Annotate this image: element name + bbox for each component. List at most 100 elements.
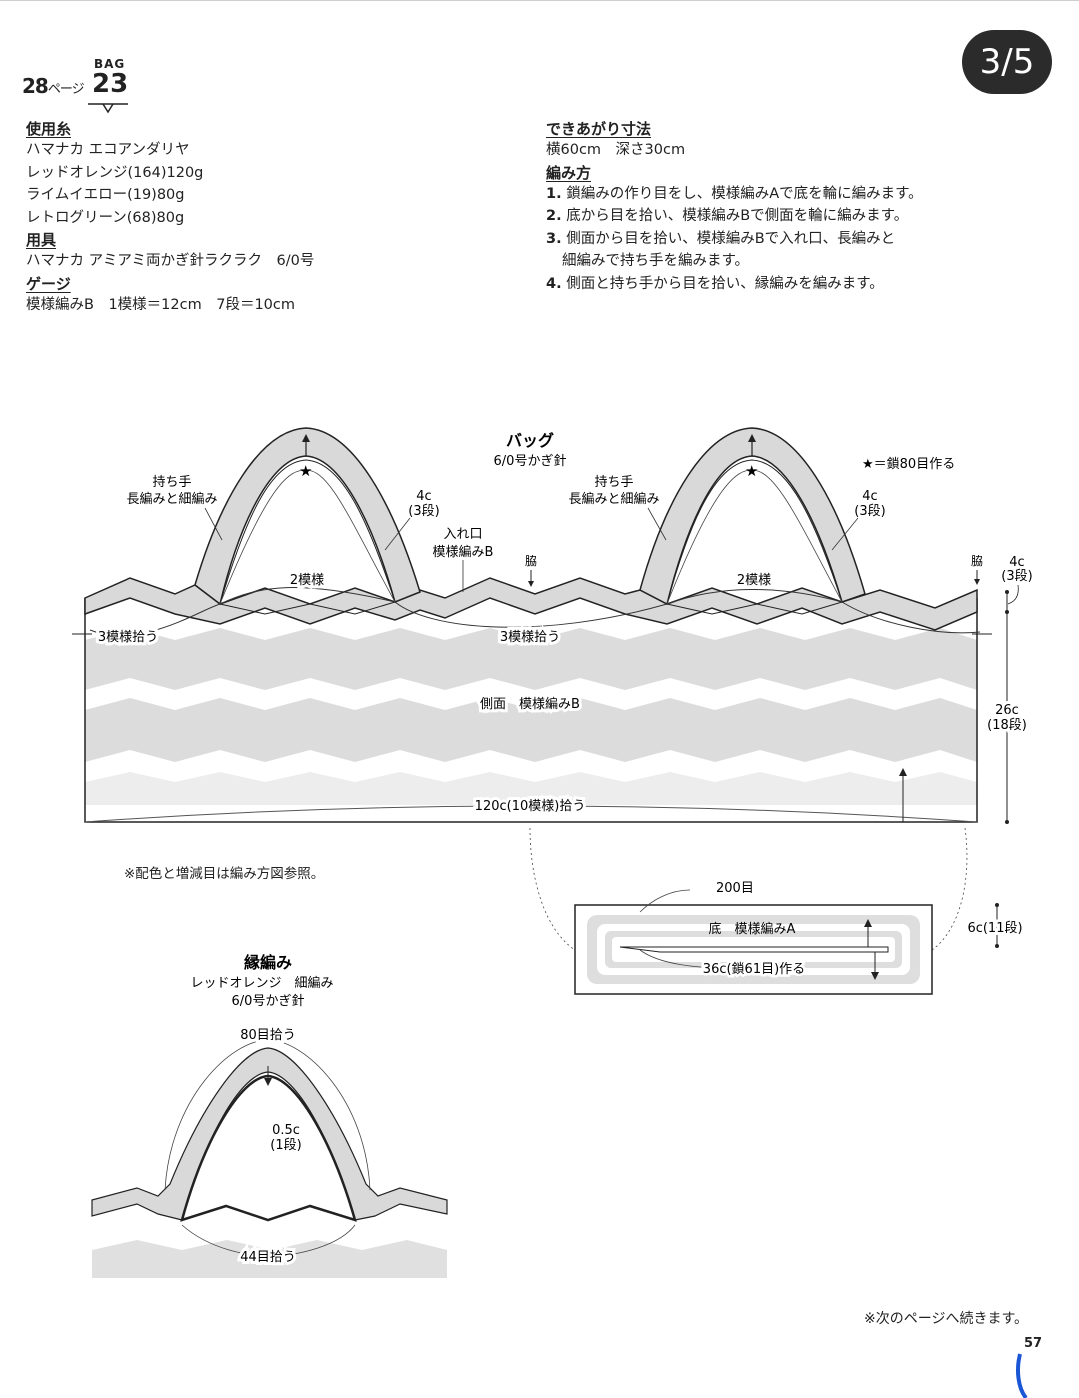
- tools-line: ハマナカ アミアミ両かぎ針ラクラク 6/0号: [26, 253, 315, 269]
- pickup-curve: [394, 601, 668, 628]
- edging-bottom-curve: [181, 1224, 356, 1257]
- opening-inner-line: [219, 601, 396, 615]
- body-zigzag-bands: [85, 628, 977, 805]
- bag-label: BAG: [94, 57, 126, 71]
- arrow-head-icon: [748, 434, 756, 442]
- step-text: 側面と持ち手から目を拾い、縁編みを編みます。: [566, 275, 884, 292]
- handle-rows: (3段): [854, 504, 885, 519]
- edging-top-pick: 80目拾う: [240, 1028, 296, 1043]
- handle-label: 長編みと細編み: [126, 491, 217, 507]
- arrow-head-icon: [974, 579, 980, 585]
- bag-hook: 6/0号かぎ針: [494, 454, 567, 469]
- method-step: 3. 側面から目を拾い、模様編みBで入れ口、長編みと: [546, 228, 923, 251]
- dimension-dot: [1005, 610, 1009, 614]
- leader-line: [639, 949, 726, 969]
- edging-diagram: 縁編み レッドオレンジ 細編み 6/0号かぎ針 80目拾う 0.5c (1段) …: [91, 953, 448, 1278]
- page-indicator-badge: 3/5: [962, 30, 1052, 94]
- top-height: 4c: [1009, 555, 1024, 570]
- body-outline: [84, 598, 978, 823]
- connector-dotted: [529, 827, 576, 951]
- pickup-curve: [89, 603, 221, 636]
- bottom-chain-label: 36c(鎖61目)作る: [703, 961, 805, 977]
- body-label: 側面 模様編みB: [480, 696, 580, 712]
- bottom-pickup-label: 120c(10模様)拾う: [475, 799, 586, 814]
- edging-width: 0.5c: [272, 1123, 300, 1138]
- handle-left: [194, 427, 421, 606]
- step-number: 1.: [546, 185, 562, 202]
- finished-size-heading: できあがり寸法: [546, 120, 652, 138]
- handle-width: 4c: [862, 489, 877, 504]
- page-number: 57: [1024, 1336, 1043, 1351]
- handle-rows: (3段): [408, 504, 439, 519]
- edging-hook: 6/0号かぎ針: [232, 994, 305, 1009]
- connector-dotted: [931, 827, 968, 951]
- handle-guide-curve: [666, 469, 843, 605]
- arrow-head-icon: [864, 919, 872, 927]
- opening-label: 模様編みB: [433, 544, 494, 560]
- dimension-dot: [995, 944, 999, 948]
- edging-color: レッドオレンジ 細編み: [190, 975, 333, 991]
- edging-title: 縁編み: [244, 953, 292, 972]
- yarn-line: レトログリーン(68)80g: [26, 209, 185, 226]
- bottom-chain: [619, 946, 889, 953]
- bottom-curve: [84, 805, 978, 823]
- gauge-line: 模様編みB 1模様＝12cm 7段＝10cm: [26, 296, 295, 313]
- star-icon: ★: [299, 462, 312, 480]
- continue-note: ※次のページへ続きます。: [864, 1311, 1029, 1327]
- opening-band: [84, 577, 978, 631]
- yarn-line: ライムイエロー(19)80g: [26, 187, 185, 203]
- edging-band: [91, 1047, 448, 1221]
- bottom-label: 底 模様編みA: [709, 921, 796, 937]
- handle-left-inner: [219, 459, 396, 605]
- step-text: 底から目を拾い、模様編みBで側面を輪に編みます。: [566, 208, 909, 224]
- opening-label: 入れ口: [443, 527, 482, 542]
- edging-zigzag-bands: [92, 1240, 447, 1278]
- leader-line: [639, 889, 691, 913]
- step-text: 側面から目を拾い、模様編みBで入れ口、長編みと: [566, 230, 896, 247]
- handle-guide-curve: [219, 469, 396, 605]
- method-step: 細編みで持ち手を編みます。: [546, 250, 923, 273]
- pickup-curve: [219, 587, 396, 605]
- method-step: 1. 鎖編みの作り目をし、模様編みAで底を輪に編みます。: [546, 183, 923, 206]
- method-step: 4. 側面と持ち手から目を拾い、縁編みを編みます。: [546, 273, 923, 296]
- step-number: 3.: [546, 230, 562, 247]
- bag-title: バッグ: [506, 431, 554, 450]
- handle-right: [639, 427, 866, 606]
- yarn-line: ハマナカ エコアンダリヤ: [26, 142, 190, 158]
- two-patterns-label: 2模様: [737, 573, 771, 588]
- page-ref-number: 28: [22, 74, 49, 98]
- top-rule: [0, 0, 1079, 1]
- top-rows: (3段): [1001, 569, 1032, 584]
- pickup-curve: [666, 589, 843, 605]
- arrow-head-icon: [899, 768, 907, 776]
- body-rows: (18段): [987, 718, 1027, 733]
- bag-diagram: ★ ★ バッグ 6/0号かぎ針 ★＝鎖80目作る 持ち手 長編みと細編み 持ち手…: [72, 427, 1033, 824]
- leader-line: [831, 517, 859, 551]
- scroll-indicator: [1016, 1353, 1028, 1398]
- step-number: 4.: [546, 275, 562, 292]
- yarn-line: レッドオレンジ(164)120g: [26, 164, 204, 181]
- star-icon: ★: [745, 462, 758, 480]
- dimension-dot: [1005, 820, 1009, 824]
- dimension-dot: [995, 903, 999, 907]
- page-indicator-text: 3/5: [979, 42, 1035, 82]
- page-reference: 28ページ: [22, 74, 85, 98]
- handle-label: 長編みと細編み: [568, 491, 659, 507]
- handle-label: 持ち手: [594, 475, 633, 490]
- bottom-stitches: 200目: [716, 881, 754, 896]
- handle-right-inner: [666, 459, 843, 605]
- finished-size-line: 横60cm 深さ30cm: [546, 142, 686, 158]
- arrow-head-icon: [302, 434, 310, 442]
- step-number: 2.: [546, 208, 562, 224]
- arrow-head-icon: [871, 972, 879, 980]
- side-marker: 脇: [971, 554, 983, 568]
- leader-line: [647, 507, 667, 541]
- body-height: 26c: [995, 703, 1019, 718]
- bottom-diagram: 200目 底 模様編みA 36c(鎖61目)作る 6c(11段): [529, 827, 1026, 995]
- opening-inner-line: [666, 601, 843, 615]
- leader-line: [1007, 584, 1019, 605]
- bag-number: 23: [92, 69, 129, 99]
- edging-inner-line: [180, 1074, 357, 1222]
- leader-line: [384, 517, 411, 551]
